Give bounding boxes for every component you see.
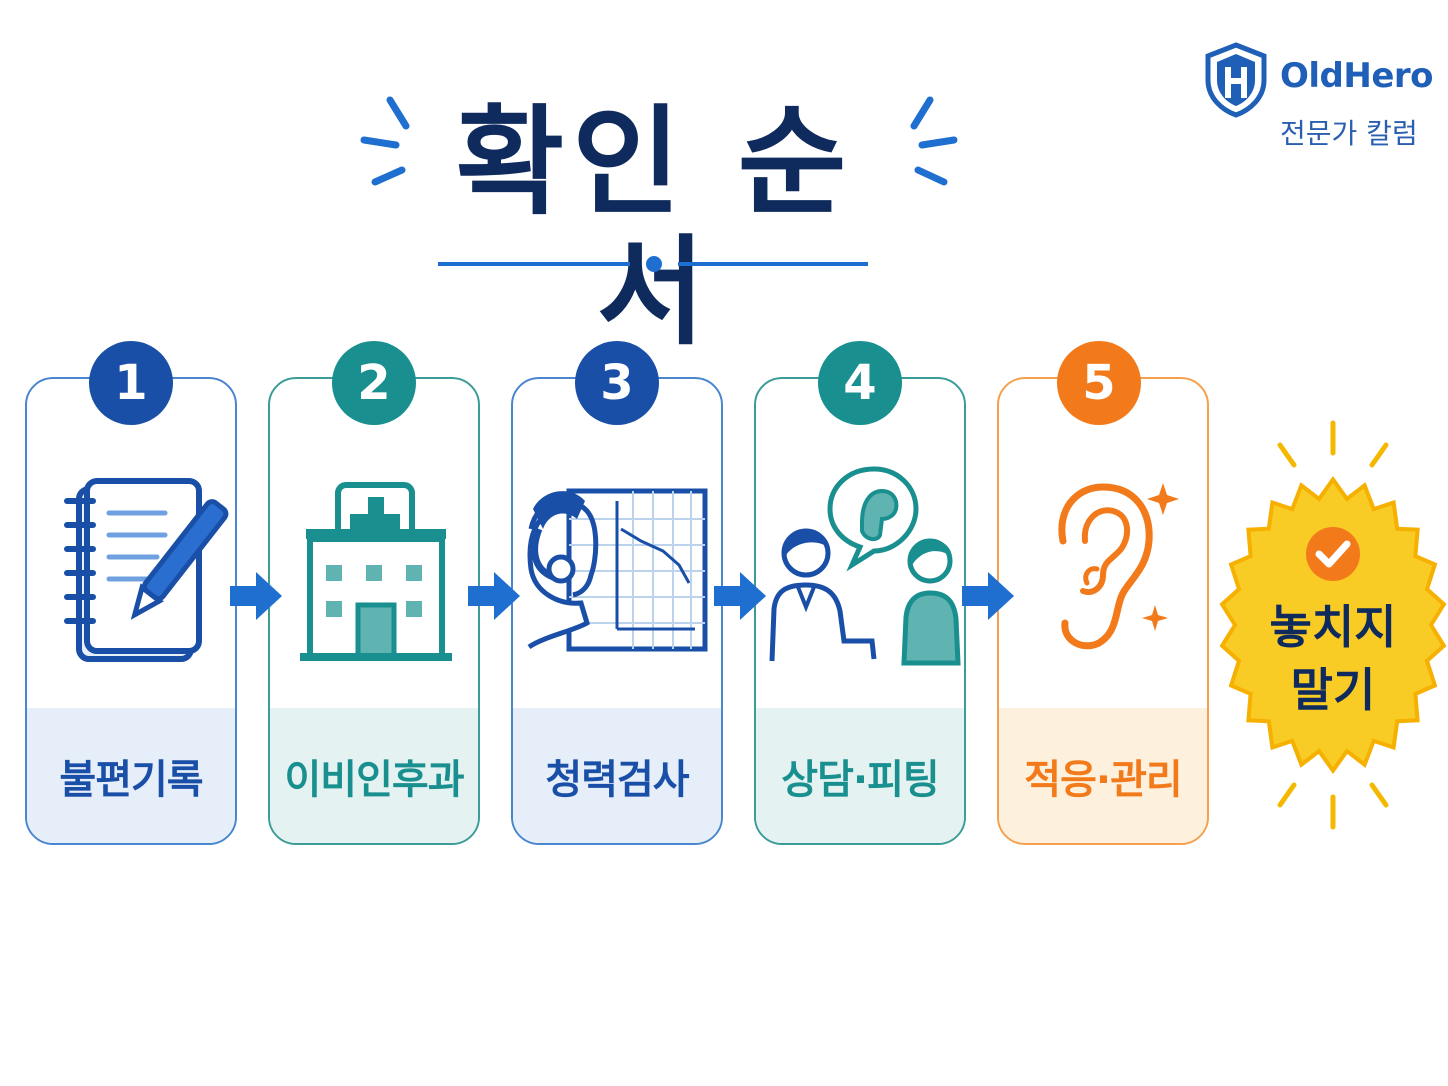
step-label-box: 상담·피팅 — [756, 708, 964, 843]
brand-subtitle: 전문가 칼럼 — [1280, 117, 1418, 150]
step-number-badge: 1 — [89, 341, 173, 425]
step-label: 이비인후과 — [284, 756, 465, 803]
step-label-box: 불편기록 — [27, 708, 235, 843]
reminder-burst-badge — [1219, 420, 1447, 830]
hearing-test-icon — [527, 488, 708, 652]
shield-logo-icon — [1205, 42, 1267, 118]
reminder-line-1: 놓치지 — [1269, 600, 1397, 654]
step-label: 청력검사 — [545, 756, 689, 803]
hospital-icon — [300, 482, 452, 661]
step-label-box: 적응·관리 — [999, 708, 1207, 843]
step-label: 불편기록 — [59, 756, 203, 803]
step-number-badge: 5 — [1057, 341, 1141, 425]
step-label: 적응·관리 — [1024, 756, 1182, 803]
check-icon — [1315, 540, 1351, 568]
page-title: 확인 순서 — [455, 93, 855, 361]
step-number-badge: 2 — [332, 341, 416, 425]
step-card-5: 적응·관리 — [997, 377, 1209, 845]
title-rays-icon — [360, 96, 958, 186]
step-number-badge: 3 — [575, 341, 659, 425]
reminder-text: 놓치지 말기 — [1218, 596, 1448, 723]
arrow-right-icon — [714, 572, 766, 620]
title-divider — [438, 256, 868, 272]
step-card-3: 청력검사 — [511, 377, 723, 845]
arrow-right-icon — [230, 572, 282, 620]
ear-icon — [1058, 483, 1179, 650]
step-label-box: 청력검사 — [513, 708, 721, 843]
reminder-line-2: 말기 — [1290, 663, 1376, 718]
step-card-2: 이비인후과 — [268, 377, 480, 845]
step-card-4: 상담·피팅 — [754, 377, 966, 845]
notebook-pen-icon — [64, 478, 229, 662]
step-label-box: 이비인후과 — [270, 708, 478, 843]
arrow-right-icon — [962, 572, 1014, 620]
step-card-1: 불편기록 — [25, 377, 237, 845]
consultation-icon — [769, 466, 961, 666]
step-number-badge: 4 — [818, 341, 902, 425]
brand-name: OldHero — [1280, 56, 1434, 96]
brand: OldHero 전문가 칼럼 — [1204, 42, 1434, 152]
step-label: 상담·피팅 — [781, 756, 939, 803]
arrow-right-icon — [468, 572, 520, 620]
